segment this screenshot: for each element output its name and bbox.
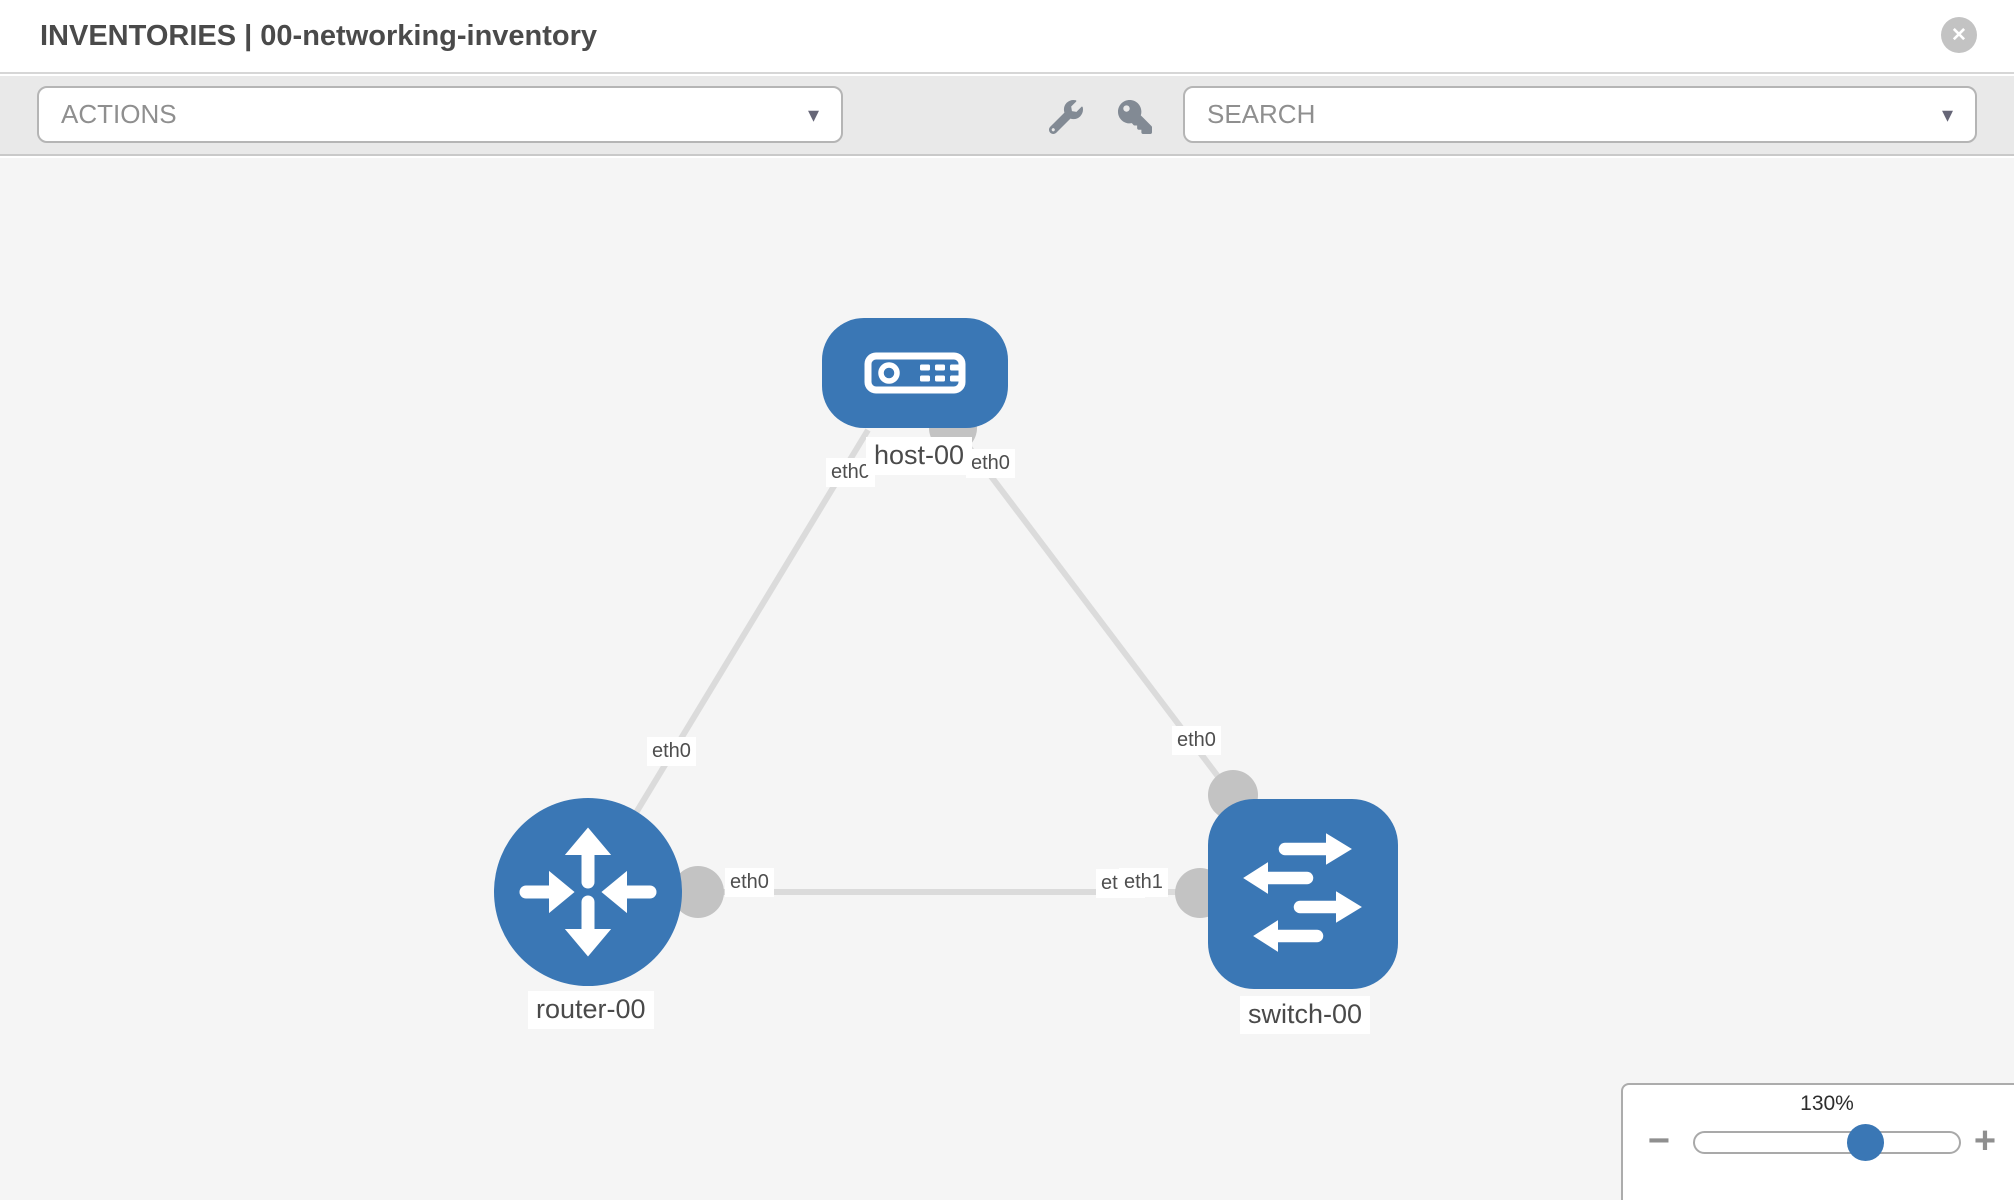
page-title: INVENTORIES | 00-networking-inventory (40, 20, 598, 52)
interface-label: eth0 (647, 737, 696, 766)
zoom-slider-track[interactable] (1693, 1131, 1961, 1154)
zoom-level: 130% (1800, 1092, 1854, 1115)
interface-connectors (672, 404, 1258, 918)
node-label-host-00[interactable]: host-00 (866, 437, 973, 475)
actions-dropdown-label: ACTIONS (61, 99, 177, 129)
node-host-00[interactable] (822, 318, 1008, 428)
interface-label: eth0 (966, 449, 1015, 478)
node-label-switch-00[interactable]: switch-00 (1240, 996, 1371, 1034)
toolbar: ACTIONS ▾ SEARCH ▾ (0, 76, 2014, 156)
close-icon: ✕ (1951, 24, 1967, 46)
key-icon (1118, 100, 1152, 134)
credentials-button[interactable] (1118, 100, 1152, 134)
zoom-out-button[interactable]: − (1647, 1120, 1671, 1162)
configure-button[interactable] (1048, 100, 1083, 135)
node-label-router-00[interactable]: router-00 (528, 991, 654, 1029)
host-icon (864, 352, 966, 394)
interface-label: eth0 (725, 868, 774, 897)
topology-canvas[interactable]: eth0 eth0 host-00 eth0 eth0 eth0 eth0 et… (0, 158, 2014, 1200)
zoom-in-button[interactable]: + (1973, 1120, 1997, 1162)
interface-label: eth1 (1119, 868, 1168, 897)
chevron-down-icon: ▾ (807, 101, 819, 127)
interface-label: eth0 (1172, 726, 1221, 755)
router-icon (519, 827, 657, 957)
chevron-down-icon: ▾ (1941, 101, 1953, 127)
search-dropdown[interactable]: SEARCH ▾ (1183, 86, 1977, 143)
header: INVENTORIES | 00-networking-inventory ✕ (0, 0, 2014, 74)
close-button[interactable]: ✕ (1941, 17, 1977, 53)
search-dropdown-label: SEARCH (1207, 99, 1316, 129)
connector-router-eth0 (672, 866, 724, 918)
zoom-panel: 130% − + (1621, 1083, 2014, 1200)
edges (585, 424, 1303, 895)
wrench-icon (1048, 100, 1083, 135)
actions-dropdown[interactable]: ACTIONS ▾ (37, 86, 843, 143)
node-router-00[interactable] (494, 798, 682, 986)
switch-icon (1243, 833, 1362, 952)
node-switch-00[interactable] (1208, 799, 1398, 989)
zoom-slider-knob[interactable] (1847, 1124, 1884, 1161)
